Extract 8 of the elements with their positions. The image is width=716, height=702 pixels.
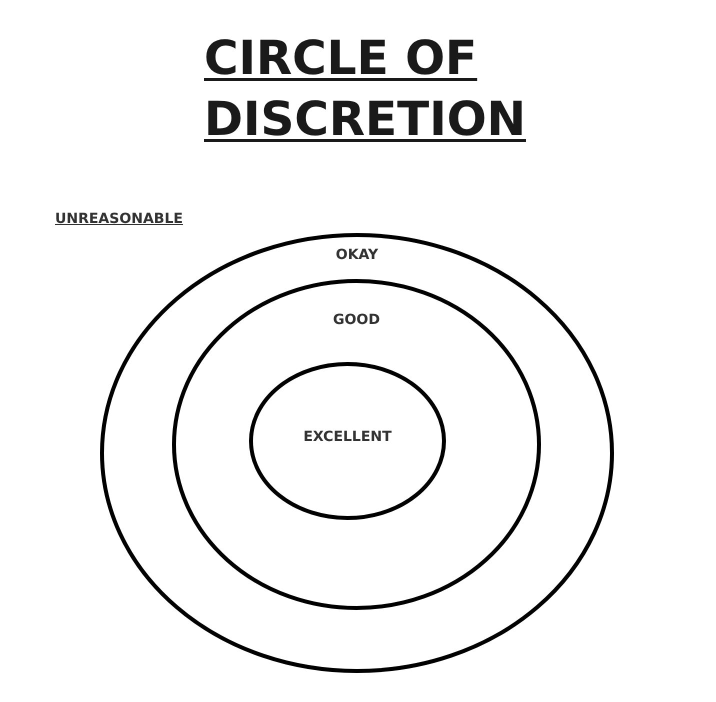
title: CIRCLE OF DISCRETION xyxy=(204,30,524,149)
zone-label: GOOD xyxy=(333,312,380,328)
zone-label: OKAY xyxy=(336,247,378,263)
zone-label: EXCELLENT xyxy=(303,429,392,445)
ellipse-zone xyxy=(100,233,614,673)
zone-label: UNREASONABLE xyxy=(55,211,183,227)
ellipse-zone xyxy=(172,279,541,610)
ellipse-zone xyxy=(249,362,446,520)
